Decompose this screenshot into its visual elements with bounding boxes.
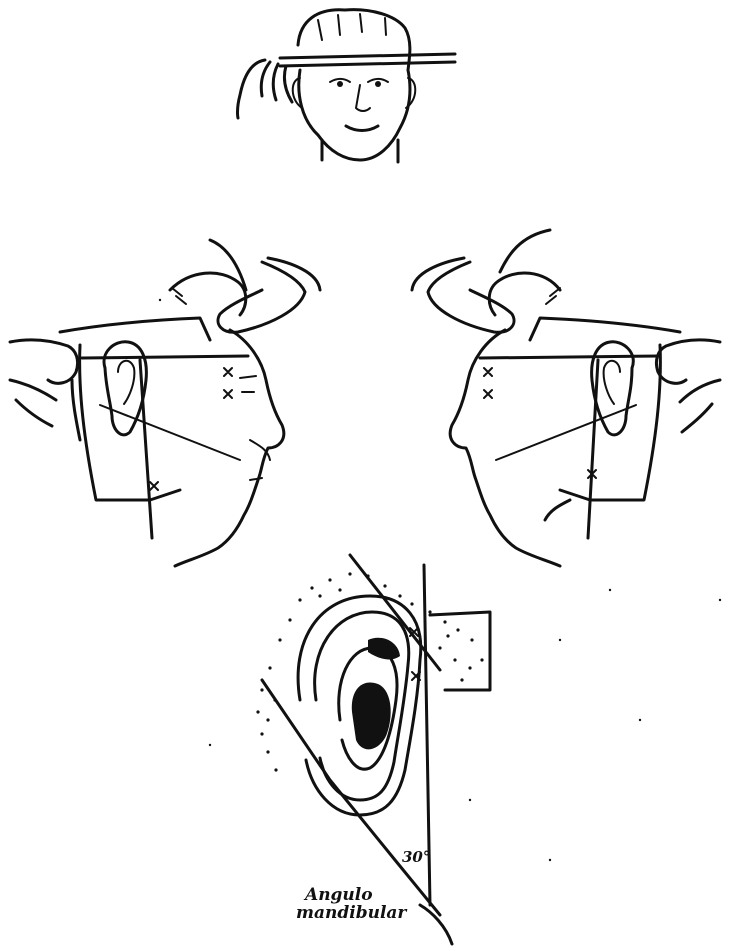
left-face-profile: [60, 318, 284, 566]
left-jaw-guide: [100, 405, 240, 460]
front-view-figure: [238, 10, 456, 162]
left-holding-hand: [10, 340, 78, 426]
ear-canal-shading: [352, 682, 391, 749]
right-thumb-top: [489, 273, 560, 315]
left-profile-figure: [10, 240, 320, 566]
left-head-back: [80, 345, 180, 500]
front-left-pupil: [337, 81, 343, 87]
ear-detail-figure: 30° Angulo mandibular: [256, 555, 490, 944]
right-horizontal-guide: [480, 356, 660, 358]
right-jaw-guide: [496, 405, 636, 460]
right-head-back: [560, 345, 660, 500]
left-finger-top: [210, 240, 305, 332]
paper-specks: [159, 299, 721, 861]
left-eye-marks: [240, 376, 256, 392]
left-ear-inner: [118, 361, 134, 404]
left-string: [72, 380, 80, 440]
ear-tragus-block: [430, 612, 490, 690]
right-ear-inner: [604, 361, 620, 404]
front-hair-outline: [298, 10, 410, 70]
right-finger-second: [412, 258, 464, 290]
left-thumb-top: [170, 273, 246, 315]
right-thumb-marks: [546, 288, 560, 304]
front-hand: [238, 60, 293, 118]
left-finger-second: [268, 258, 320, 290]
front-mouth: [346, 126, 378, 131]
left-horizontal-guide: [82, 356, 248, 358]
left-thumb-marks: [172, 288, 186, 304]
front-face-outline: [299, 70, 410, 160]
front-right-pupil: [375, 81, 381, 87]
right-finger-top: [428, 230, 550, 332]
front-nose: [356, 85, 370, 111]
right-holding-hand: [656, 340, 720, 432]
right-jaw-stroke: [545, 500, 570, 520]
right-x-marks: [484, 368, 596, 478]
angle-label: 30°: [402, 848, 430, 866]
caption-line-2: mandibular: [296, 903, 407, 923]
front-hair-strands: [318, 14, 386, 40]
caption-line-1: Angulo: [303, 885, 373, 905]
right-profile-figure: [412, 230, 720, 566]
ear-upper-shading: [368, 638, 400, 660]
front-ruler: [280, 54, 455, 66]
